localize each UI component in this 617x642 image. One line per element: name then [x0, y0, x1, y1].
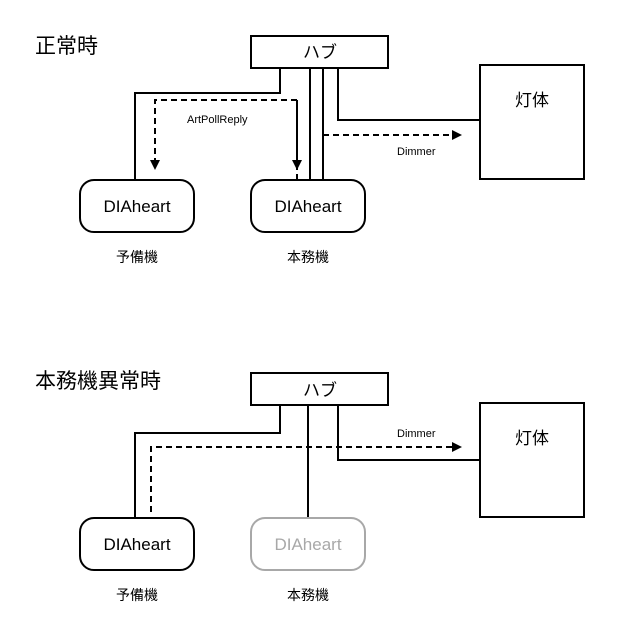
primary-node-label-inactive: DIAheart	[274, 535, 341, 554]
backup-node-box	[79, 179, 195, 233]
primary-caption: 本務機	[287, 588, 329, 604]
fixture-label: 灯体	[515, 91, 549, 110]
backup-caption: 予備機	[116, 250, 158, 266]
artpollreply-arrow-to-backup	[150, 99, 298, 180]
fixture-box	[479, 64, 585, 180]
hub-box	[250, 35, 389, 69]
hub-label: ハブ	[303, 380, 337, 400]
backup-node-label: DIAheart	[103, 197, 170, 216]
hub-label: ハブ	[303, 42, 337, 62]
backup-caption: 予備機	[116, 588, 158, 604]
dimmer-label: Dimmer	[397, 146, 436, 158]
normal-title: 正常時	[35, 34, 98, 58]
primary-node-box-inactive	[250, 517, 366, 571]
primary-caption: 本務機	[287, 250, 329, 266]
dimmer-label: Dimmer	[397, 428, 436, 440]
artpollreply-label: ArtPollReply	[187, 114, 248, 126]
failure-section: 本務機異常時 Dimmer ハブ 灯体 DIAheart 予備機 DIAhear…	[35, 369, 585, 604]
hub-to-backup-line	[134, 68, 281, 180]
normal-section: 正常時 ArtPollReply Dimmer ハブ 灯体 DIAheart 予…	[35, 34, 585, 266]
hub-to-fixture-line	[337, 68, 480, 121]
hub-to-fixture-line	[337, 405, 480, 461]
primary-node-box	[250, 179, 366, 233]
dimmer-arrow	[322, 130, 462, 165]
failure-title: 本務機異常時	[35, 369, 161, 393]
hub-to-backup-line	[134, 405, 281, 525]
fixture-label: 灯体	[515, 429, 549, 448]
backup-node-box	[79, 517, 195, 571]
hub-box	[250, 372, 389, 406]
primary-node-label: DIAheart	[274, 197, 341, 216]
dimmer-arrow	[150, 442, 462, 512]
backup-node-label: DIAheart	[103, 535, 170, 554]
fixture-box	[479, 402, 585, 518]
